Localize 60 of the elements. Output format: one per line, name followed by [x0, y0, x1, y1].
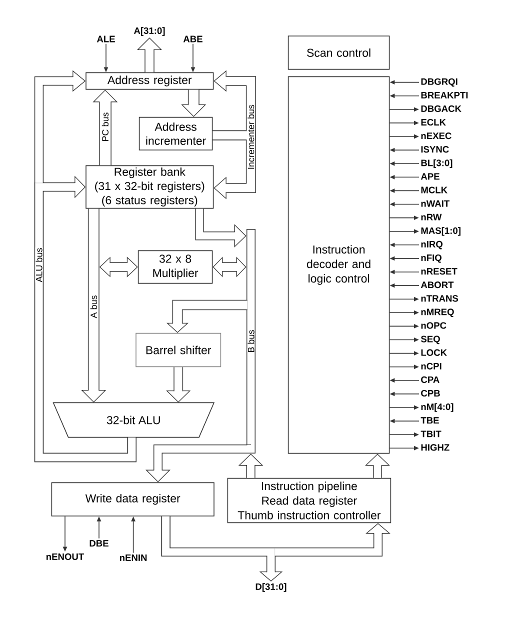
signal-label: nRESET [421, 268, 458, 275]
signal-label: BL[3:0] [421, 159, 452, 168]
signal-label: CPB [421, 390, 440, 397]
signal-label: ISYNC [421, 146, 449, 153]
double-bus-arrow [99, 256, 138, 278]
process-box: Write data register [51, 482, 214, 516]
process-box: Barrel shifter [136, 332, 222, 368]
signal-label: nM[4:0] [421, 403, 454, 412]
signal-label: LOCK [421, 349, 447, 356]
signal-label: nMREQ [421, 308, 454, 317]
signal-label: nTRANS [421, 295, 458, 302]
process-box: Address register [86, 72, 214, 90]
signal-label: D[31:0] [256, 583, 286, 592]
signal-label: DBGACK [421, 105, 462, 112]
bus-label: Incrementer bus [247, 104, 255, 170]
signal-label: DBE [90, 540, 108, 546]
bus-arrow [181, 90, 206, 117]
signal-label: nENOUT [46, 553, 84, 560]
signal-label: TBE [420, 417, 439, 424]
signal-label: SEQ [420, 336, 440, 344]
signal-label: ALE [96, 36, 115, 42]
process-box: Address incrementer [138, 116, 213, 150]
bus-arrow [81, 208, 106, 402]
signal-label: nWAIT [421, 200, 450, 207]
process-box: 32 x 8 Multiplier [138, 250, 213, 284]
signal-label: nIRQ [421, 240, 443, 250]
process-box: Instruction pipeline Read data register Thumb instruction controller [227, 478, 392, 524]
signal-label: nOPC [421, 322, 446, 329]
signal-label: A[31:0] [134, 27, 165, 36]
signal-label: HIGHZ [421, 444, 450, 451]
bus-arrow [195, 208, 246, 248]
signal-label: nFIQ [421, 254, 442, 263]
signal-label: APE [420, 173, 440, 180]
bus-arrow [161, 516, 283, 582]
signal-label: ABE [183, 36, 202, 42]
process-box: Instruction decoder and logic control [288, 76, 390, 454]
process-box: Scan control [288, 36, 390, 70]
signal-label: nEXEC [421, 132, 452, 140]
signal-label: DBGRQI [421, 78, 458, 87]
signal-label: MAS[1:0] [421, 227, 460, 236]
signal-label: ABORT [420, 282, 454, 288]
bus-arrow [365, 454, 390, 478]
signal-label: TBIT [420, 430, 442, 438]
bus-arrow [166, 367, 191, 402]
signal-label: nENIN [120, 554, 147, 561]
process-box: Register bank (31 x 32-bit registers) (6 status registers) [86, 165, 214, 209]
signal-label: CPA [421, 376, 440, 383]
signal-label: nCPI [421, 362, 442, 370]
bus-line: B bus [246, 229, 256, 446]
double-bus-arrow [212, 256, 246, 278]
bus-arrow [34, 176, 136, 462]
signal-label: BREAKPTI [421, 92, 468, 98]
signal-label: ECLK [421, 118, 446, 126]
trapezoid-box: 32-bit ALU [52, 402, 215, 438]
signal-label: nRW [421, 214, 442, 220]
bus-arrow [238, 454, 264, 478]
bus-arrow [146, 444, 256, 482]
signal-label: MCLK [421, 186, 448, 194]
bus-arrow [166, 300, 248, 333]
bus-arrow [137, 38, 162, 72]
